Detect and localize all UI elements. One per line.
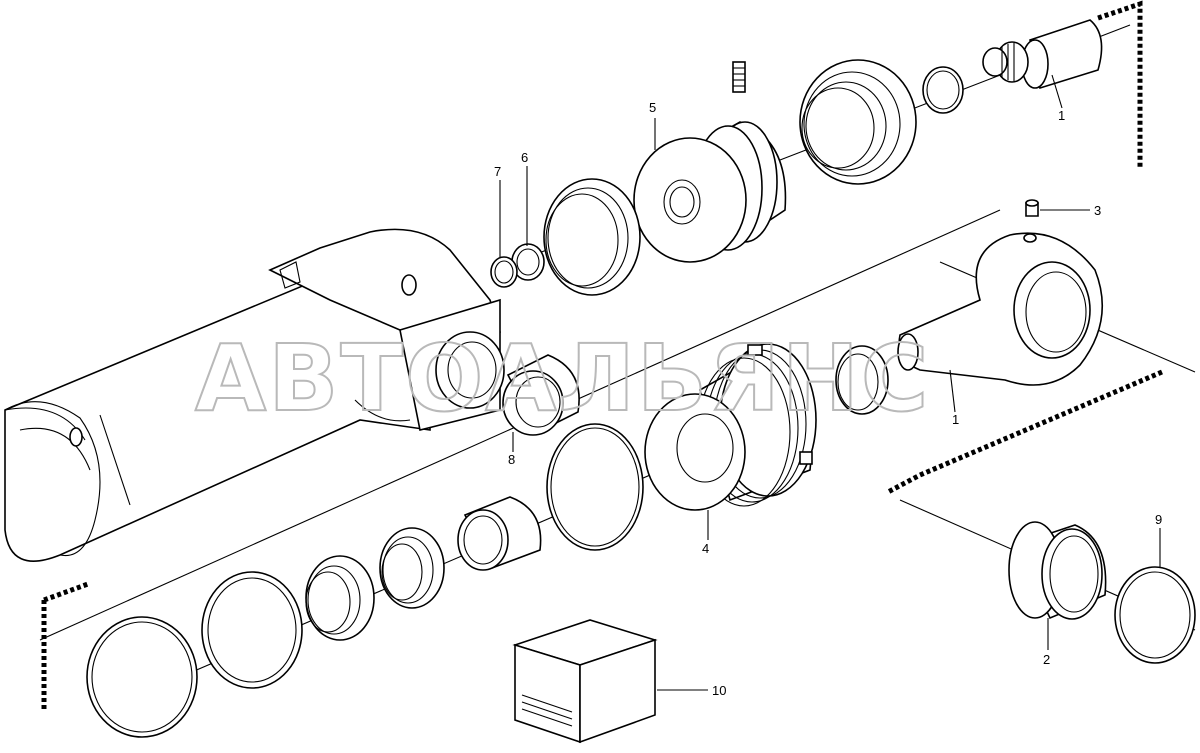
seal-kit-box (512, 619, 658, 744)
piston (633, 121, 787, 263)
rod-seal (305, 555, 375, 641)
callout-1-top: 1 (1058, 108, 1065, 123)
o-ring-small (490, 256, 518, 288)
rod-eye (897, 232, 1104, 386)
eye-bushing (1008, 521, 1107, 620)
callout-10: 10 (712, 683, 726, 698)
callout-4: 4 (702, 541, 709, 556)
set-screw (732, 61, 746, 93)
outer-o-ring (86, 616, 198, 738)
rod-eye-seal (835, 345, 889, 415)
piston-guide-ring (543, 178, 641, 296)
gland-o-ring (201, 571, 303, 689)
dashed-reference-lines (41, 0, 1163, 710)
wiper-seal (379, 527, 445, 609)
callout-8: 8 (508, 452, 515, 467)
piston-seal-ring (799, 59, 917, 185)
lower-bushing (457, 496, 542, 571)
callout-1-rod: 1 (952, 412, 959, 427)
cylinder-head-gland (644, 343, 817, 511)
grease-nipple (1025, 199, 1039, 217)
bushing (502, 354, 580, 436)
o-ring-large (546, 423, 644, 551)
piston-rod-end (982, 19, 1103, 90)
callout-leader-lines (499, 74, 1161, 691)
callout-3: 3 (1094, 203, 1101, 218)
callout-2: 2 (1043, 652, 1050, 667)
callout-9: 9 (1155, 512, 1162, 527)
callout-5: 5 (649, 100, 656, 115)
rod-end-o-ring (922, 66, 964, 114)
callout-6: 6 (521, 150, 528, 165)
cylinder-barrel (4, 228, 505, 562)
eye-circlip (1114, 566, 1196, 664)
backup-ring (511, 243, 545, 281)
callout-7: 7 (494, 164, 501, 179)
watermark: АВТОАЛЬЯНС (195, 325, 930, 432)
callout-labels: 1 5 6 7 3 1 8 4 9 2 10 (494, 100, 1162, 698)
